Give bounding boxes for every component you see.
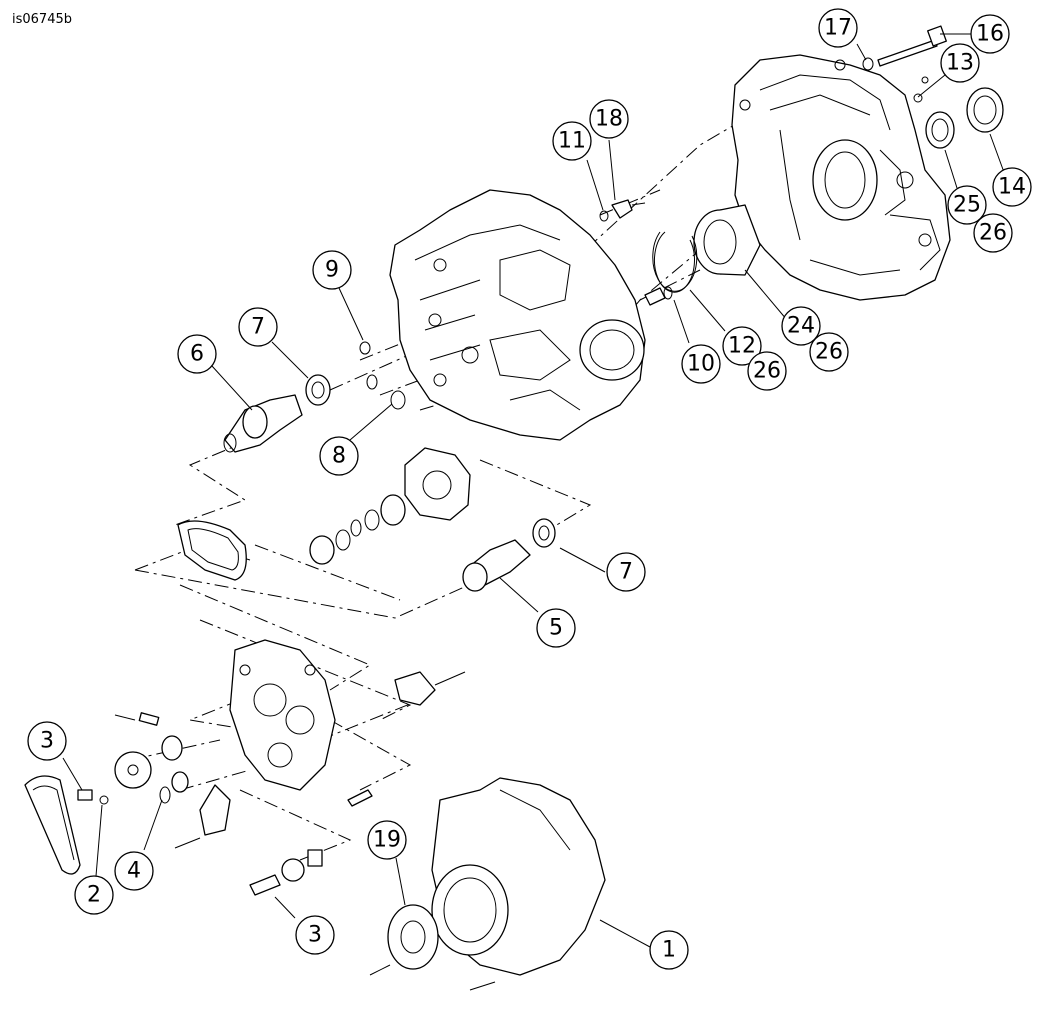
callout-label: 17 bbox=[824, 16, 852, 41]
callout-label: 26 bbox=[753, 359, 781, 384]
callout: 6 bbox=[177, 334, 217, 374]
callout-label: 11 bbox=[558, 129, 586, 154]
callout-label: 9 bbox=[325, 258, 339, 283]
callout: 3 bbox=[27, 721, 67, 761]
callout: 25 bbox=[947, 185, 987, 225]
callout-label: 3 bbox=[308, 923, 322, 948]
callout-label: 24 bbox=[787, 314, 815, 339]
long-bolt bbox=[862, 25, 947, 71]
camshaft-rear bbox=[223, 394, 303, 453]
callout: 9 bbox=[312, 250, 352, 290]
bolt-sprocket-lower bbox=[249, 849, 323, 896]
small-orings bbox=[359, 341, 406, 410]
seal-and-washer-top bbox=[913, 76, 1004, 149]
callout-label: 10 bbox=[687, 352, 715, 377]
callout-label: 25 bbox=[953, 193, 981, 218]
callout: 10 bbox=[681, 344, 721, 384]
drive-chain bbox=[24, 775, 81, 875]
callout-label: 13 bbox=[946, 51, 974, 76]
callout-label: 5 bbox=[549, 616, 563, 641]
figure-id-label: is06745b bbox=[12, 12, 72, 27]
callout: 24 bbox=[781, 306, 821, 346]
right-crankcase-cover bbox=[731, 54, 951, 301]
callout: 13 bbox=[940, 43, 980, 83]
washers-lower bbox=[159, 735, 189, 804]
cam-cover bbox=[431, 777, 606, 976]
center-crankcase bbox=[389, 189, 646, 441]
callout: 26 bbox=[809, 332, 849, 372]
leader-lines bbox=[62, 33, 1006, 948]
callout-label: 2 bbox=[87, 883, 101, 908]
callout-label: 1 bbox=[662, 938, 676, 963]
main-bearing bbox=[693, 204, 761, 276]
bolt-and-washer-left bbox=[77, 789, 109, 805]
oil-fitting-top bbox=[599, 199, 646, 222]
callout-label: 6 bbox=[190, 342, 204, 367]
callout: 1 bbox=[649, 930, 689, 970]
callout-label: 7 bbox=[619, 560, 633, 585]
callout: 2 bbox=[74, 875, 114, 915]
callout: 4 bbox=[114, 851, 154, 891]
seal-stack bbox=[309, 494, 406, 565]
callout: 7 bbox=[238, 307, 278, 347]
callout-label: 8 bbox=[332, 444, 346, 469]
cam-plate-oil-pump bbox=[229, 639, 336, 791]
callout-label: 7 bbox=[251, 315, 265, 340]
callout-label: 16 bbox=[976, 22, 1004, 47]
cover-plate-19 bbox=[369, 904, 496, 991]
bolt-mid bbox=[347, 789, 373, 807]
callout-label: 3 bbox=[40, 729, 54, 754]
callout-label: 26 bbox=[815, 340, 843, 365]
cam-chain bbox=[177, 520, 247, 581]
callout: 18 bbox=[589, 99, 629, 139]
callout: 7 bbox=[606, 552, 646, 592]
callout: 26 bbox=[747, 351, 787, 391]
tensioner-lower bbox=[174, 784, 231, 849]
dowel-pin-and-oring bbox=[644, 286, 673, 306]
camshaft-front bbox=[462, 539, 531, 592]
cam-support-housing bbox=[404, 447, 471, 521]
tensioner-upper bbox=[394, 671, 466, 706]
retaining-ring bbox=[652, 231, 698, 293]
callout-label: 18 bbox=[595, 107, 623, 132]
callout: 11 bbox=[552, 121, 592, 161]
callout: 19 bbox=[367, 820, 407, 860]
callout-label: 19 bbox=[373, 828, 401, 853]
callout: 17 bbox=[818, 8, 858, 48]
spring-and-plunger bbox=[114, 712, 160, 726]
callout: 3 bbox=[295, 915, 335, 955]
callout: 12 bbox=[722, 326, 762, 366]
callout-label: 26 bbox=[979, 221, 1007, 246]
callout: 5 bbox=[536, 608, 576, 648]
callout: 16 bbox=[970, 14, 1010, 54]
callout-label: 4 bbox=[127, 859, 141, 884]
callout-label: 12 bbox=[728, 334, 756, 359]
callout: 14 bbox=[992, 167, 1032, 207]
callout-label: 14 bbox=[998, 175, 1026, 200]
sprocket-large bbox=[114, 751, 152, 789]
cam-bearing-upper bbox=[305, 374, 331, 406]
callout: 8 bbox=[319, 436, 359, 476]
cam-bearing-lower bbox=[532, 518, 556, 548]
callout: 26 bbox=[973, 213, 1013, 253]
